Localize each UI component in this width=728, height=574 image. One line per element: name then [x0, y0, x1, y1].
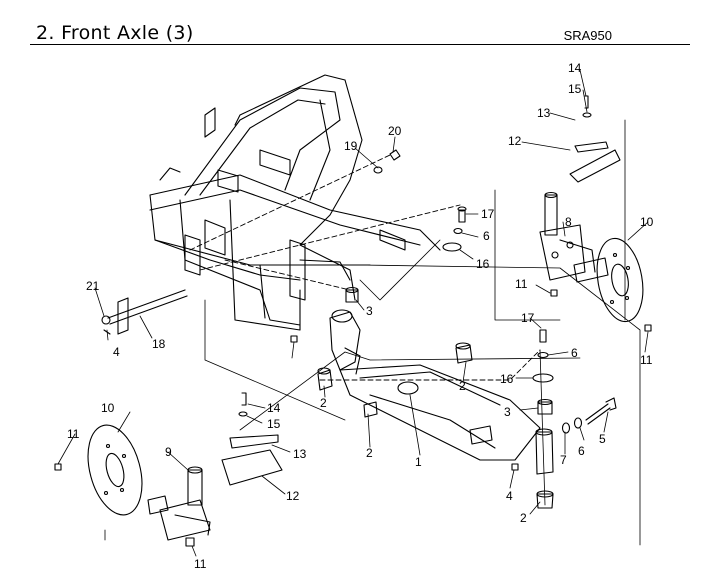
- kingpin-sleeve: [535, 428, 554, 475]
- model-code: SRA950: [563, 28, 612, 43]
- callout-6a: 6: [483, 229, 490, 243]
- callout-18: 18: [152, 337, 166, 351]
- chassis-frame: [149, 74, 441, 331]
- callout-10a: 10: [640, 215, 654, 229]
- callout-20: 20: [388, 124, 402, 138]
- nuts: [54, 149, 652, 471]
- callout-17b: 17: [521, 311, 535, 325]
- bolt-assembly: [561, 397, 617, 434]
- callout-15a: 15: [568, 82, 582, 96]
- assembly-lines: [189, 154, 541, 381]
- callout-3b: 3: [504, 405, 511, 419]
- callout-13a: 13: [537, 106, 551, 120]
- callout-13b: 13: [293, 447, 307, 461]
- upper-washers: [442, 206, 554, 383]
- tie-rod: [101, 289, 188, 335]
- callout-11d: 11: [194, 557, 207, 571]
- callout-6b: 6: [571, 346, 578, 360]
- left-spindle: [147, 392, 283, 547]
- callout-3a: 3: [366, 304, 373, 318]
- callout-11a: 11: [515, 277, 528, 291]
- callout-19: 19: [344, 139, 358, 153]
- callout-1: 1: [415, 455, 422, 469]
- page-title: 2. Front Axle (3): [36, 22, 194, 44]
- callout-9: 9: [165, 445, 172, 459]
- callout-2b: 2: [320, 396, 327, 410]
- callout-15b: 15: [267, 417, 281, 431]
- pivot-arm: [329, 309, 361, 375]
- callout-numbers: 14 15 13 12 20 19 17 6 8 10 16 11 21 3 1…: [67, 61, 654, 571]
- callout-14b: 14: [267, 401, 281, 415]
- callout-2a: 2: [459, 379, 466, 393]
- collars: [345, 286, 553, 415]
- boundary-lines: [204, 119, 641, 546]
- exploded-parts-diagram: 14 15 13 12 20 19 17 6 8 10 16 11 21 3 1…: [54, 61, 654, 571]
- callout-5: 5: [599, 432, 606, 446]
- callout-14a: 14: [568, 61, 582, 75]
- header-rule: [30, 44, 690, 45]
- callout-11c: 11: [640, 353, 653, 367]
- callout-16a: 16: [476, 257, 490, 271]
- bushings: [317, 342, 554, 509]
- callout-4a: 4: [113, 345, 120, 359]
- left-wheel-disc: [87, 424, 143, 516]
- page-header: 2. Front Axle (3) SRA950: [0, 0, 728, 48]
- callout-16b: 16: [500, 372, 514, 386]
- callout-17a: 17: [481, 207, 495, 221]
- callout-21: 21: [86, 279, 100, 293]
- right-spindle: [539, 95, 621, 283]
- callout-11b: 11: [67, 427, 80, 441]
- leader-lines: [57, 69, 649, 557]
- front-axle-beam: [339, 364, 541, 461]
- callout-10b: 10: [101, 401, 115, 415]
- callout-12a: 12: [508, 134, 522, 148]
- callout-8: 8: [565, 215, 572, 229]
- callout-4b: 4: [506, 489, 513, 503]
- callout-12b: 12: [286, 489, 300, 503]
- callout-2c: 2: [366, 446, 373, 460]
- callout-6c: 6: [578, 444, 585, 458]
- callout-7: 7: [560, 453, 567, 467]
- right-wheel-disc: [596, 237, 644, 323]
- callout-2d: 2: [520, 511, 527, 525]
